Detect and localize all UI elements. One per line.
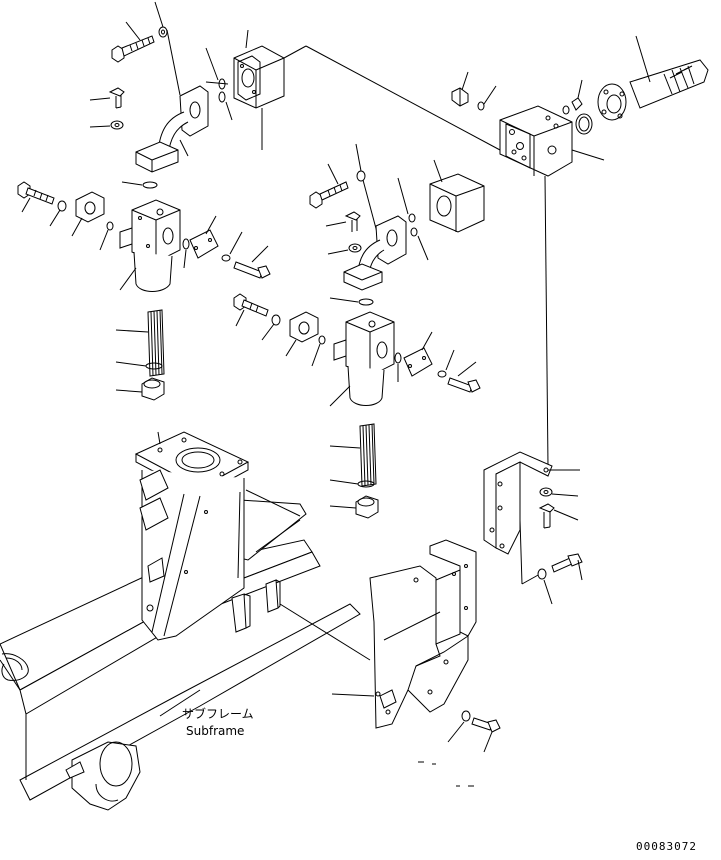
top-left-bolt-small: [89, 87, 125, 109]
top-left-bolt: [111, 21, 155, 63]
center-split-flange: [285, 311, 319, 357]
middle-elbow-pipe: [343, 215, 407, 291]
center-spline-shaft: [329, 423, 377, 487]
right-washer-top: [539, 487, 579, 497]
middle-bolt-small: [325, 211, 361, 232]
left-split-flange: [71, 191, 105, 237]
left-spline-shaft: [115, 309, 165, 377]
lower-right-washer: [447, 710, 471, 743]
left-nut: [115, 377, 165, 401]
middle-bolt: [309, 163, 349, 209]
right-bolt-vertical: [538, 503, 579, 529]
middle-washer-2: [327, 243, 362, 255]
right-washer-mid: [537, 568, 553, 605]
top-left-oring: [121, 181, 158, 189]
left-washer: [49, 200, 67, 227]
top-left-washer-2: [89, 120, 124, 130]
flange-snap-ring: [575, 113, 593, 135]
top-left-elbow-pipe: [135, 85, 209, 173]
middle-washer: [355, 143, 366, 182]
center-gasket: [403, 331, 433, 377]
top-right-small-nipple: [562, 79, 583, 115]
center-pump-body: [329, 311, 395, 407]
top-left-washer: [154, 1, 168, 38]
top-right-plug: [451, 71, 469, 107]
upper-right-bracket: [483, 451, 580, 555]
left-bolt-2: [233, 245, 271, 279]
left-bolt: [17, 181, 55, 213]
subframe-label-jp: サブフレーム: [182, 706, 254, 721]
pump-mounting-column: [134, 431, 250, 641]
shaft-flange: [597, 83, 627, 121]
middle-oring: [329, 297, 374, 306]
center-washer: [261, 314, 281, 341]
right-bolt-horizontal: [551, 553, 583, 581]
lower-right-bolt: [471, 717, 501, 753]
left-pump-body: [119, 199, 181, 292]
top-left-orings-pair: [205, 47, 233, 121]
middle-orings: [397, 177, 429, 261]
top-right-oring-small: [477, 85, 497, 111]
top-left-gear-pump: [233, 29, 285, 109]
subframe-label-en: Subframe: [186, 724, 244, 738]
drive-shaft: [629, 35, 709, 109]
center-oring-bottom: [329, 479, 375, 488]
left-gasket: [189, 215, 219, 259]
center-bolt-2: [447, 361, 481, 393]
center-bolt: [233, 293, 269, 327]
subframe-pads: [231, 579, 281, 633]
lower-right-bracket: [331, 539, 477, 729]
drawing-number: 00083072: [636, 840, 697, 853]
center-nut: [329, 495, 379, 519]
left-oring-bottom: [115, 361, 163, 370]
middle-gear-pump: [429, 159, 485, 233]
top-right-valve-block: [499, 105, 605, 177]
